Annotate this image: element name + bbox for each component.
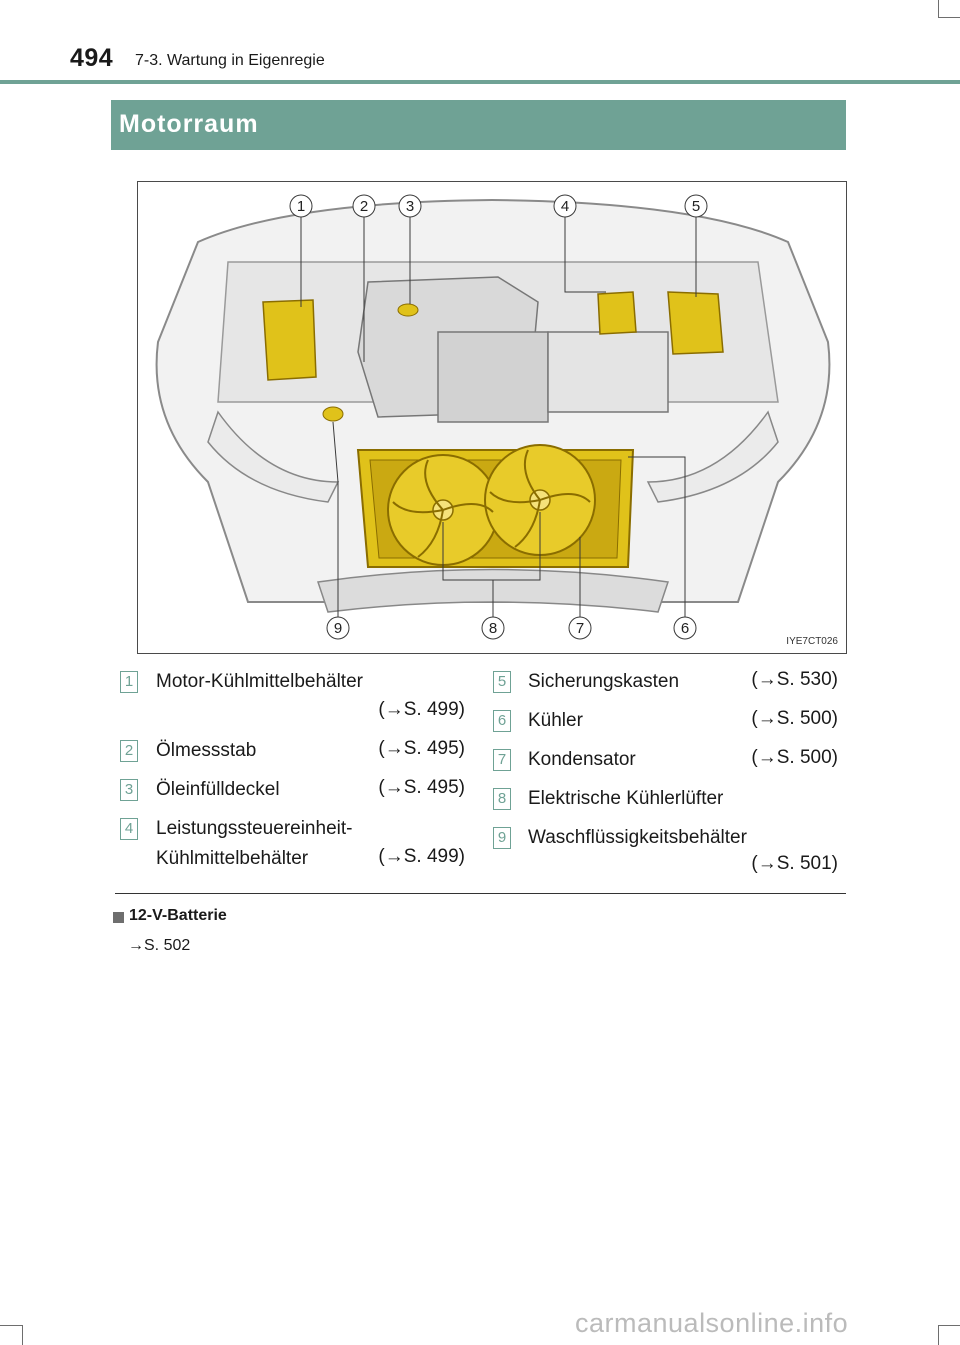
callout-4: 4: [561, 198, 569, 215]
section-separator: [115, 893, 846, 894]
callout-9: 9: [334, 620, 342, 637]
callout-5: 5: [692, 198, 700, 215]
crop-mark: [938, 0, 939, 17]
legend-label-4: Leistungssteuereinheit-: [156, 818, 353, 839]
legend-number-5: 5: [493, 671, 511, 693]
section-title: 7-3. Wartung in Eigenregie: [135, 52, 325, 69]
crop-mark: [938, 1325, 960, 1326]
engine-bay-illustration: 1 2 3 4 5 6 7 8 9: [155, 194, 831, 640]
figure-code: IYE7CT026: [786, 636, 838, 647]
page-number: 494: [70, 44, 114, 72]
callout-2: 2: [360, 198, 368, 215]
legend-number-3: 3: [120, 779, 138, 801]
legend-number-6: 6: [493, 710, 511, 732]
crop-mark: [938, 17, 960, 18]
legend-number-4: 4: [120, 818, 138, 840]
legend-ref-2: (→S. 495): [378, 738, 465, 759]
legend-ref-7: (→S. 500): [751, 747, 838, 768]
section-banner: Motorraum: [111, 100, 846, 150]
legend-number-9: 9: [493, 827, 511, 849]
callout-6: 6: [681, 620, 689, 637]
legend-ref-4: (→S. 499): [378, 846, 465, 867]
note-reference: →S. 502: [128, 937, 191, 954]
legend-ref-5: (→S. 530): [751, 669, 838, 690]
watermark: carmanualsonline.info: [575, 1308, 849, 1338]
legend-number-8: 8: [493, 788, 511, 810]
legend-label-7: Kondensator: [528, 749, 636, 770]
callout-1: 1: [297, 198, 305, 215]
engine-bay-figure: 1 2 3 4 5 6 7 8 9 IYE7CT026: [137, 181, 847, 654]
legend-number-7: 7: [493, 749, 511, 771]
callout-7: 7: [576, 620, 584, 637]
legend-label-2: Ölmessstab: [156, 740, 257, 761]
callout-8: 8: [489, 620, 497, 637]
legend-ref-3: (→S. 495): [378, 777, 465, 798]
legend-number-2: 2: [120, 740, 138, 762]
bullet-square-icon: [113, 912, 124, 923]
crop-mark: [938, 1325, 939, 1345]
legend-label-4b: Kühlmittelbehälter: [156, 848, 309, 869]
legend-ref-6: (→S. 500): [751, 708, 838, 729]
legend-label-1: Motor-Kühlmittelbehälter: [156, 671, 363, 692]
header-rule: [0, 80, 960, 84]
crop-mark: [0, 1325, 22, 1326]
legend-ref-1: (→S. 499): [378, 699, 465, 720]
legend-label-8: Elektrische Kühlerlüfter: [528, 788, 724, 809]
legend-number-1: 1: [120, 671, 138, 693]
legend-label-5: Sicherungskasten: [528, 671, 680, 692]
crop-mark: [22, 1325, 23, 1345]
legend-label-3: Öleinfülldeckel: [156, 779, 280, 800]
legend-label-6: Kühler: [528, 710, 583, 731]
legend-ref-9: (→S. 501): [751, 853, 838, 874]
note-title: 12-V-Batterie: [129, 907, 227, 924]
banner-title: Motorraum: [119, 110, 259, 138]
callout-3: 3: [406, 198, 414, 215]
legend-label-9: Waschflüssigkeitsbehälter: [528, 827, 747, 848]
